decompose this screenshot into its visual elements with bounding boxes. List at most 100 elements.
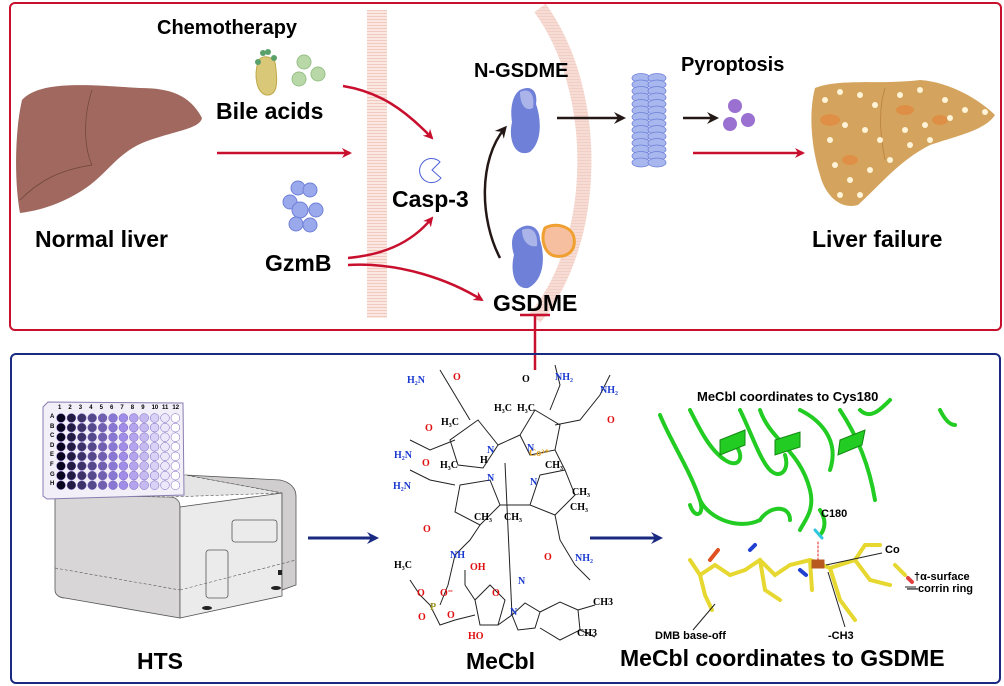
chem-n-4: N — [530, 477, 538, 488]
arrow-gzmb-to-casp3 — [347, 216, 434, 260]
plate-well — [160, 461, 170, 471]
plate-well — [97, 432, 108, 442]
plate-column-label: 5 — [99, 405, 103, 411]
liver-nodule — [902, 127, 908, 133]
plate-well — [160, 480, 170, 490]
chem-o-10: O — [418, 612, 426, 623]
plate-column-label: 1 — [58, 405, 62, 411]
liver-nodule — [867, 167, 873, 173]
plate-well — [129, 470, 139, 481]
plate-well — [108, 451, 118, 462]
chem-n-3: N — [487, 473, 495, 484]
plate-well — [66, 413, 77, 423]
plate-well — [108, 442, 118, 452]
drug-discovery-panel — [10, 353, 1001, 684]
chem-p: P — [430, 602, 437, 613]
plate-column-label: 9 — [141, 405, 145, 411]
chem-co: Co³⁺ — [529, 448, 550, 459]
plate-well — [170, 470, 181, 481]
chem-o-5: O — [422, 458, 430, 469]
plate-well — [160, 451, 170, 462]
liver-nodule — [927, 137, 933, 143]
plate-well — [87, 451, 97, 462]
plate-well — [149, 451, 160, 462]
label-casp3: Casp-3 — [392, 186, 469, 212]
plate-column-label: 8 — [130, 405, 135, 411]
plate-well — [118, 461, 129, 471]
plate-well — [97, 451, 108, 462]
liver-nodule — [857, 92, 863, 98]
plate-well — [170, 413, 181, 423]
released-cytokines-icon — [723, 99, 755, 131]
liver-nodule — [922, 122, 928, 128]
plate-well — [170, 422, 181, 433]
liver-nodule — [842, 122, 848, 128]
chem-n-6: N — [510, 607, 518, 618]
plate-column-label: 3 — [78, 405, 83, 411]
liver-nodule — [962, 107, 968, 113]
chem-ch3-7: CH3 — [577, 628, 597, 639]
plate-well — [77, 442, 87, 452]
label-corrin-ring: —corrin ring — [907, 583, 974, 595]
label-ch3: -CH3 — [828, 630, 854, 642]
label-alpha-surface: †α-surface — [914, 571, 970, 583]
well-plate-icon — [42, 401, 185, 500]
normal-liver-icon — [16, 85, 202, 213]
liver-nodule — [827, 137, 833, 143]
plate-column-label: 6 — [110, 405, 114, 411]
chem-nh: NH — [450, 550, 465, 561]
label-gzmb: GzmB — [265, 250, 332, 276]
plate-well — [66, 442, 77, 452]
chem-ch3-5: CH₃ — [504, 512, 522, 523]
plate-well — [149, 470, 160, 481]
liver-nodule — [947, 115, 953, 121]
arrow-gzmb-to-gsdme — [347, 263, 484, 302]
plate-well — [66, 422, 77, 433]
gzmb-icon — [282, 180, 324, 233]
pathway-panel — [9, 2, 1002, 331]
plate-well — [108, 432, 118, 442]
liver-nodule — [837, 192, 843, 198]
chem-h2n-1: H₂N — [407, 375, 425, 386]
plate-well — [139, 432, 149, 442]
pore-subunit — [647, 157, 667, 168]
chem-h3c-2: H₃C — [517, 403, 535, 414]
liver-nodule — [887, 157, 893, 163]
plate-well — [77, 451, 87, 462]
label-hts: HTS — [137, 648, 183, 674]
plate-row-label: D — [50, 442, 55, 449]
plate-well — [56, 451, 66, 462]
chem-n-5: N — [518, 576, 526, 587]
plate-well — [87, 461, 97, 471]
plate-row-label: G — [50, 471, 55, 478]
plate-well — [160, 422, 170, 433]
plate-well — [129, 442, 139, 452]
arrow-cleavage — [483, 125, 507, 259]
plate-row-label: B — [50, 423, 55, 430]
plate-well — [170, 461, 181, 471]
plate-well — [139, 413, 149, 423]
plate-column-label: 4 — [89, 405, 93, 411]
chem-h3c-5: H₃C — [394, 560, 412, 571]
liver-nodule — [857, 192, 863, 198]
plate-well — [56, 432, 66, 442]
chem-o-1: O — [453, 372, 461, 383]
plate-well — [108, 461, 118, 471]
plate-well — [149, 480, 160, 490]
plate-well — [129, 461, 139, 471]
plate-column-label: 12 — [172, 405, 180, 411]
plate-well — [66, 470, 77, 481]
plate-well — [170, 480, 181, 490]
chem-h: H — [480, 455, 488, 466]
liver-nodule — [847, 177, 853, 183]
chem-nh2-3: NH₂ — [575, 553, 593, 564]
chem-o-11: O — [447, 610, 455, 621]
plate-well — [66, 432, 77, 442]
label-structure-title: MeCbl coordinates to Cys180 — [697, 389, 879, 404]
label-n-gsdme: N-GSDME — [474, 60, 569, 82]
chem-n-2: N — [527, 443, 535, 454]
plate-well — [118, 451, 129, 462]
plate-well — [87, 413, 97, 423]
chem-o-minus: O⁻ — [440, 588, 454, 599]
